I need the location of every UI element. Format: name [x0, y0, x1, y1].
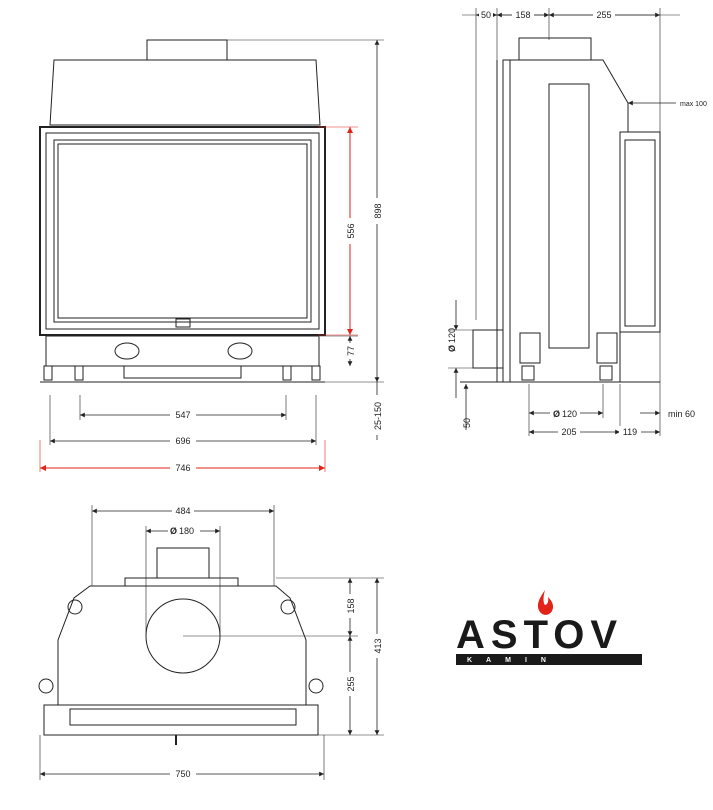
front-leg — [282, 365, 292, 381]
front-dimensions: 547 696 746 556 898 77 25-150 — [39, 39, 384, 473]
front-flue-collar — [146, 39, 228, 61]
top-hinge — [38, 678, 54, 694]
top-door — [69, 708, 297, 726]
top-collar — [124, 577, 239, 587]
front-leg — [43, 365, 53, 381]
dim-d180: 180 — [179, 526, 194, 536]
top-flue-rect — [156, 547, 210, 579]
dim-50-top: 50 — [481, 10, 491, 20]
dim-898: 898 — [373, 203, 383, 218]
dim-547: 547 — [175, 410, 190, 420]
svg-text:Ø: Ø — [447, 345, 457, 352]
side-air-inlet — [472, 329, 504, 369]
side-door-glass — [548, 83, 590, 349]
front-leg — [311, 365, 321, 381]
logo-brand: ASTOV — [456, 613, 623, 657]
svg-text:Ø: Ø — [170, 526, 177, 536]
front-ash-drawer — [123, 365, 242, 379]
dim-556: 556 — [346, 223, 356, 238]
side-leg-bracket — [596, 332, 618, 364]
front-outer-frame — [39, 126, 326, 336]
front-view — [39, 39, 326, 383]
dim-158-top-view: 158 — [346, 598, 356, 613]
top-hinge — [280, 599, 296, 615]
front-glass-inner — [57, 143, 308, 319]
top-body — [57, 585, 307, 706]
dim-413: 413 — [373, 638, 383, 653]
dim-484: 484 — [175, 506, 190, 516]
dim-158-top: 158 — [515, 10, 530, 20]
side-convection-panel — [619, 131, 661, 333]
dim-max-100: max 100 — [680, 101, 707, 108]
dim-d120-bottom: 120 — [562, 409, 577, 419]
dim-696: 696 — [175, 436, 190, 446]
top-hinge — [308, 678, 324, 694]
astov-logo: ASTOV KAMIN — [456, 590, 642, 665]
side-leg — [521, 365, 535, 381]
dim-255-top-view: 255 — [346, 676, 356, 691]
front-leg — [74, 365, 84, 381]
side-flue-collar — [518, 37, 592, 61]
front-glass — [53, 139, 312, 323]
top-view — [38, 547, 324, 745]
flame-icon — [537, 590, 554, 615]
front-inner-frame — [45, 132, 320, 330]
front-hood — [49, 59, 321, 126]
side-leg — [599, 365, 613, 381]
side-view — [460, 37, 661, 383]
front-air-inlet-left — [114, 342, 140, 360]
logo-sub: KAMIN — [467, 657, 560, 664]
side-leg-bracket — [519, 332, 541, 364]
side-dimensions: 50 158 255 max 100 Ø 120 50 Ø 120 min 60 — [447, 8, 707, 437]
top-dimensions: 484 Ø 180 158 255 413 750 — [39, 505, 384, 780]
dim-750: 750 — [175, 769, 190, 779]
dim-25-150: 25-150 — [373, 402, 383, 430]
side-body — [502, 59, 629, 383]
dim-50-bottom: 50 — [462, 418, 472, 428]
top-door-frame — [43, 704, 319, 736]
top-hinge — [67, 599, 83, 615]
front-air-inlet-right — [227, 342, 253, 360]
dim-77: 77 — [346, 346, 356, 356]
svg-text:Ø: Ø — [553, 409, 560, 419]
dim-746: 746 — [175, 463, 190, 473]
dim-205: 205 — [561, 427, 576, 437]
front-base — [45, 335, 320, 367]
dim-119: 119 — [623, 427, 637, 437]
dim-min-60: min 60 — [668, 409, 695, 419]
dim-255-top: 255 — [596, 10, 611, 20]
front-handle — [175, 318, 191, 328]
dim-d120-left: 120 — [447, 328, 457, 343]
